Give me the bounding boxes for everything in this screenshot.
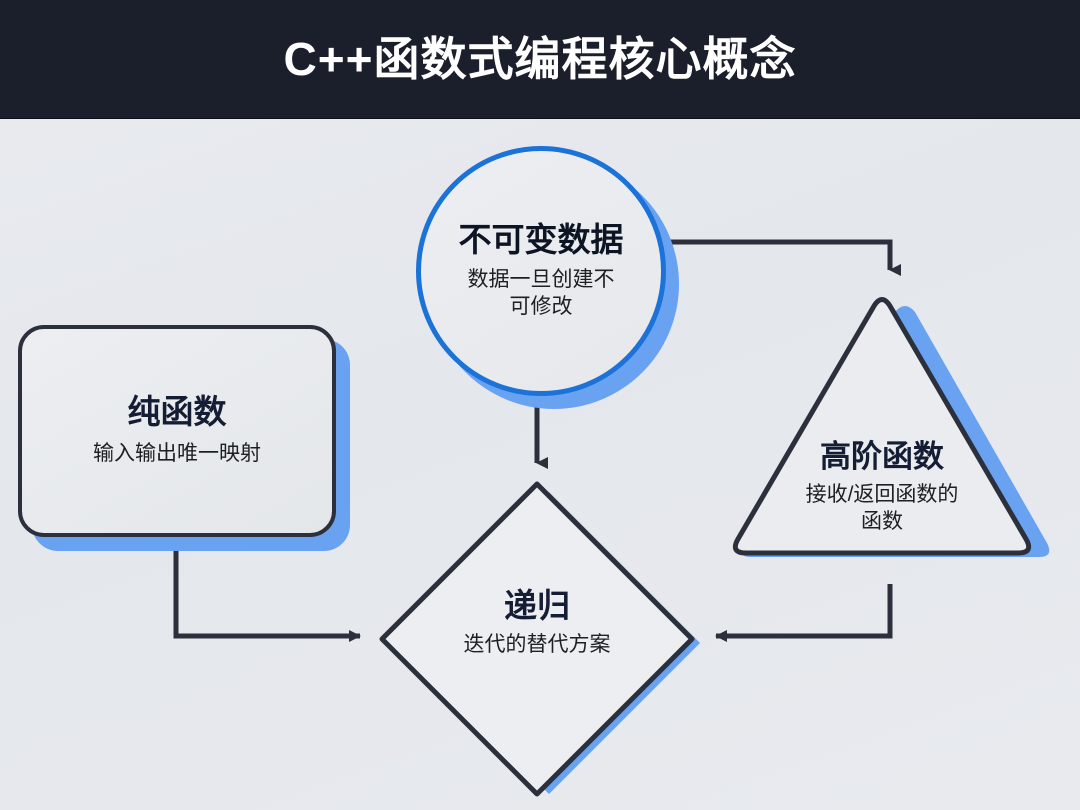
node-pure-function[interactable]: 纯函数 输入输出唯一映射	[18, 325, 350, 551]
node-subtitle-line-1: 数据一旦创建不	[467, 267, 615, 291]
edge-pure-to-recursion	[173, 534, 361, 642]
node-subtitle-recursion: 迭代的替代方案	[463, 632, 611, 656]
node-subtitle-line-2: 可修改	[509, 294, 573, 318]
node-title-pure-function: 纯函数	[127, 393, 227, 431]
node-shape-diamond	[379, 481, 700, 797]
node-immutable-data[interactable]: 不可变数据 数据一旦创建不 可修改	[416, 146, 679, 409]
node-text-recursion: 递归 迭代的替代方案	[374, 587, 700, 658]
node-subtitle-immutable-data: 数据一旦创建不 可修改	[468, 266, 615, 321]
page-title: C++函数式编程核心概念	[283, 33, 797, 85]
node-body	[379, 481, 695, 797]
node-text-higher-order-function: 高阶函数 接收/返回函数的 函数	[722, 439, 1042, 536]
node-subtitle-line-1: 接收/返回函数的	[805, 482, 959, 506]
node-body: 纯函数 输入输出唯一映射	[18, 325, 336, 537]
node-shape-triangle	[732, 297, 1050, 557]
node-subtitle-higher-order-function: 接收/返回函数的 函数	[722, 481, 1042, 536]
node-title-immutable-data: 不可变数据	[458, 220, 624, 258]
node-body: 不可变数据 数据一旦创建不 可修改	[416, 146, 666, 396]
diagram-canvas: 纯函数 输入输出唯一映射 不可变数据 数据一旦创建不 可修改 高阶函数	[0, 118, 1080, 810]
node-body	[732, 297, 1032, 556]
node-subtitle-pure-function: 输入输出唯一映射	[93, 442, 261, 466]
node-recursion[interactable]: 递归 迭代的替代方案	[374, 476, 700, 802]
node-title-recursion: 递归	[504, 587, 570, 624]
node-title-higher-order-function: 高阶函数	[820, 439, 944, 474]
node-subtitle-line-2: 函数	[861, 510, 903, 534]
edge-hof-to-recursion	[715, 584, 893, 642]
node-higher-order-function[interactable]: 高阶函数 接收/返回函数的 函数	[722, 286, 1050, 586]
edge-immutable-to-hof	[660, 239, 901, 276]
page-header: C++函数式编程核心概念	[0, 0, 1080, 118]
